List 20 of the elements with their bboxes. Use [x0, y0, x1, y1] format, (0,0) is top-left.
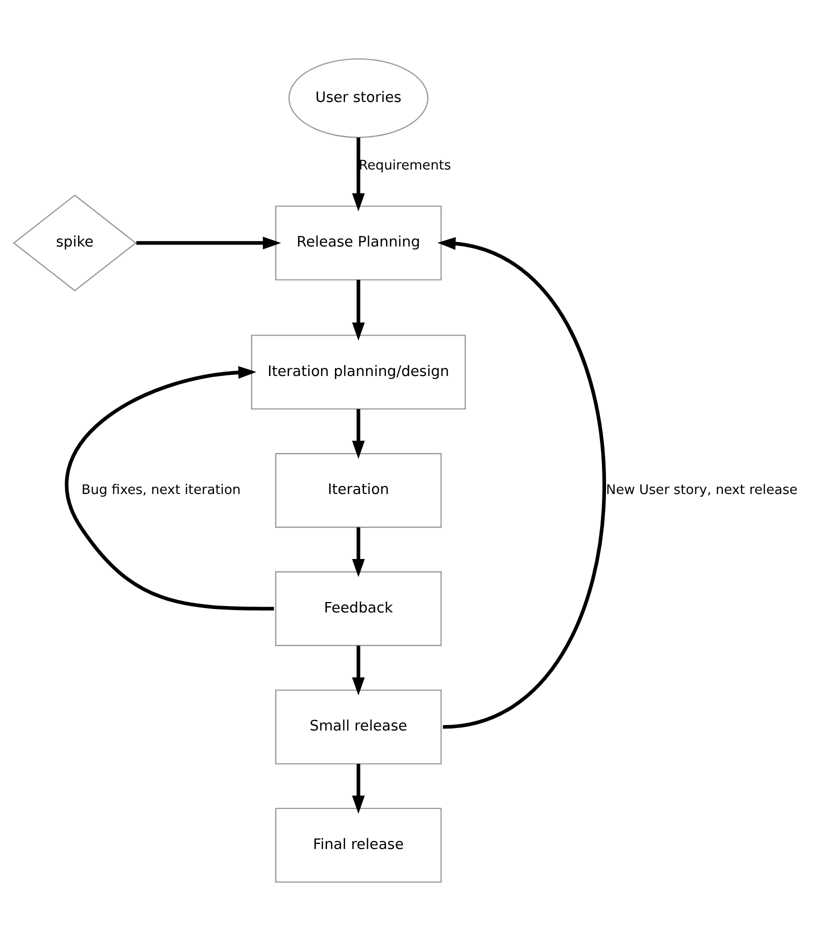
node-box: Feedback — [274, 571, 442, 646]
edge-label: New User story, next release — [606, 482, 798, 498]
node-diamond: spike — [12, 194, 136, 292]
node-box: Final release — [274, 808, 442, 883]
arrow — [352, 764, 364, 814]
arrow — [436, 237, 606, 729]
node-box: Iteration — [274, 453, 442, 528]
arrow — [352, 646, 364, 696]
arrow — [64, 366, 274, 610]
node-box: Release Planning — [274, 206, 442, 280]
arrow — [352, 527, 364, 578]
node-box: Small release — [274, 690, 442, 764]
edge-label: Bug fixes, next iteration — [81, 482, 240, 498]
node-box: Iteration planning/design — [250, 334, 466, 410]
arrow — [136, 236, 281, 250]
node-ellipse: User stories — [288, 58, 428, 138]
arrow — [352, 280, 364, 341]
arrow — [352, 138, 364, 212]
arrow — [352, 409, 364, 459]
edge-label: Requirements — [358, 158, 451, 174]
